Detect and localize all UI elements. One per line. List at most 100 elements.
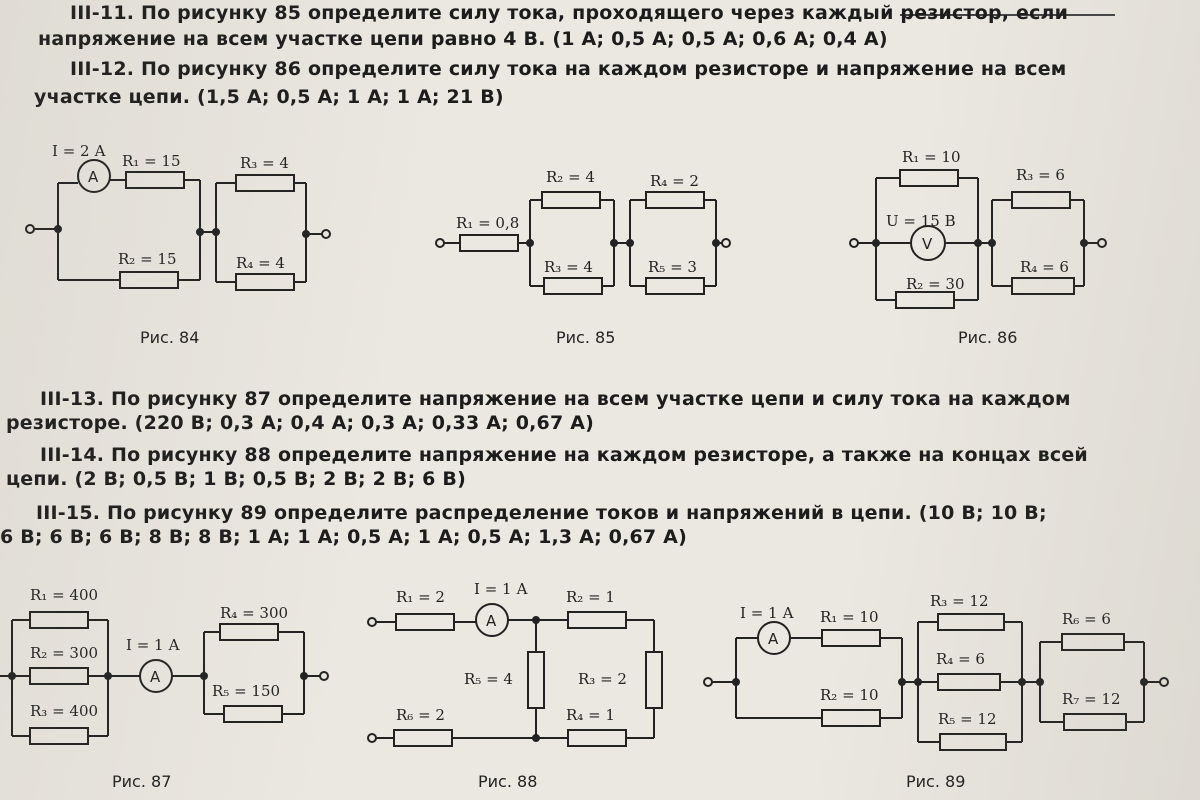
resistor-r3	[29, 727, 89, 745]
terminal	[849, 238, 859, 248]
problem-iii-14: III-14. По рисунку 88 определите напряже…	[40, 444, 1200, 466]
problem-line: III-11. По рисунку 85 определите силу то…	[70, 2, 1069, 24]
problem-iii-15: III-15. По рисунку 89 определите распред…	[36, 502, 1200, 524]
r2-label: R₂ = 4	[546, 168, 595, 186]
r4-label: R₄ = 6	[1020, 258, 1069, 276]
ammeter-symbol	[77, 159, 111, 193]
resistor-r6	[1061, 633, 1125, 651]
resistor-r3	[1011, 191, 1071, 209]
problem-line: III-13. По рисунку 87 определите напряже…	[40, 388, 1071, 410]
r5-label: R₅ = 3	[648, 258, 697, 276]
resistor-r4	[937, 673, 1001, 691]
r3-label: R₃ = 4	[240, 154, 289, 172]
top-rule	[900, 14, 1115, 16]
resistor-r4	[1011, 277, 1075, 295]
resistor-r1	[821, 629, 881, 647]
resistor-r4	[567, 729, 627, 747]
problem-line: напряжение на всем участке цепи равно 4 …	[38, 28, 888, 50]
problem-line: участке цепи. (1,5 А; 0,5 А; 1 А; 1 А; 2…	[34, 86, 504, 108]
figure-84-caption: Рис. 84	[140, 328, 200, 347]
terminal	[367, 617, 377, 627]
figure-84	[25, 159, 331, 291]
problem-iii-12-cont: участке цепи. (1,5 А; 0,5 А; 1 А; 1 А; 2…	[34, 86, 1200, 108]
problem-line: 6 В; 6 В; 6 В; 8 В; 8 В; 1 А; 1 А; 0,5 А…	[0, 526, 687, 548]
resistor-r2	[29, 667, 89, 685]
resistor-r5	[645, 277, 705, 295]
voltmeter-letter: V	[922, 235, 933, 253]
r5-label: R₅ = 150	[212, 682, 280, 700]
figure-85-caption: Рис. 85	[556, 328, 616, 347]
r3-label: R₃ = 400	[30, 702, 98, 720]
voltage-label: U = 15 В	[886, 212, 956, 230]
terminal	[367, 733, 377, 743]
resistor-r1	[899, 169, 959, 187]
r2-label: R₂ = 300	[30, 644, 98, 662]
r2-label: R₂ = 10	[820, 686, 879, 704]
figure-88-caption: Рис. 88	[478, 772, 538, 791]
ammeter-letter: A	[88, 168, 99, 186]
problem-iii-13-cont: резисторе. (220 В; 0,3 А; 0,4 А; 0,3 А; …	[6, 412, 1200, 434]
r4-label: R₄ = 6	[936, 650, 985, 668]
current-label: I = 1 А	[474, 580, 528, 598]
figure-85	[435, 191, 731, 295]
r1-label: R₁ = 10	[902, 148, 961, 166]
current-label: I = 2 А	[52, 142, 106, 160]
figure-86-caption: Рис. 86	[958, 328, 1018, 347]
r4-label: R₄ = 1	[566, 706, 615, 724]
ammeter-letter: A	[150, 668, 161, 686]
resistor-r5	[223, 705, 283, 723]
resistor-r2	[567, 611, 627, 629]
r2-label: R₂ = 30	[906, 275, 965, 293]
resistor-r4	[235, 273, 295, 291]
r1-label: R₁ = 400	[30, 586, 98, 604]
resistor-r4	[645, 191, 705, 209]
problem-line: III-12. По рисунку 86 определите силу то…	[70, 58, 1067, 80]
terminal	[435, 238, 445, 248]
r2-label: R₂ = 15	[118, 250, 177, 268]
problem-iii-14-cont: цепи. (2 В; 0,5 В; 1 В; 0,5 В; 2 В; 2 В;…	[6, 468, 1200, 490]
resistor-r3	[645, 651, 663, 709]
terminal	[721, 238, 731, 248]
terminal	[25, 224, 35, 234]
ammeter-letter: A	[486, 612, 497, 630]
figure-87	[0, 611, 329, 745]
r1-label: R₁ = 15	[122, 152, 181, 170]
problem-iii-15-cont: 6 В; 6 В; 6 В; 8 В; 8 В; 1 А; 1 А; 0,5 А…	[0, 526, 1200, 548]
r1-label: R₁ = 0,8	[456, 214, 519, 232]
r3-label: R₃ = 6	[1016, 166, 1065, 184]
problem-line: III-14. По рисунку 88 определите напряже…	[40, 444, 1088, 466]
r4-label: R₄ = 300	[220, 604, 288, 622]
resistor-r3	[543, 277, 603, 295]
resistor-r1	[459, 234, 519, 252]
figure-89-caption: Рис. 89	[906, 772, 966, 791]
figure-88	[367, 603, 663, 747]
ammeter-letter: A	[768, 630, 779, 648]
problem-iii-11: III-11. По рисунку 85 определите силу то…	[70, 2, 1200, 24]
r3-label: R₃ = 12	[930, 592, 989, 610]
resistor-r5	[527, 651, 545, 709]
terminal	[1097, 238, 1107, 248]
resistor-r1	[125, 171, 185, 189]
current-label: I = 1 А	[126, 636, 180, 654]
resistor-r3	[937, 613, 1005, 631]
r3-label: R₃ = 4	[544, 258, 593, 276]
voltmeter-symbol	[910, 225, 946, 261]
resistor-r3	[235, 174, 295, 192]
resistor-r1	[395, 613, 455, 631]
resistor-r6	[393, 729, 453, 747]
problem-line: цепи. (2 В; 0,5 В; 1 В; 0,5 В; 2 В; 2 В;…	[6, 468, 466, 490]
terminal	[1159, 677, 1169, 687]
problem-iii-12: III-12. По рисунку 86 определите силу то…	[70, 58, 1200, 80]
problem-line: III-15. По рисунку 89 определите распред…	[36, 502, 1047, 524]
r5-label: R₅ = 12	[938, 710, 997, 728]
r1-label: R₁ = 2	[396, 588, 445, 606]
r1-label: R₁ = 10	[820, 608, 879, 626]
resistor-r2	[895, 291, 955, 309]
r3-label: R₃ = 2	[578, 670, 627, 688]
current-label: I = 1 А	[740, 604, 794, 622]
r6-label: R₆ = 6	[1062, 610, 1111, 628]
figure-87-caption: Рис. 87	[112, 772, 172, 791]
resistor-r2	[119, 271, 179, 289]
